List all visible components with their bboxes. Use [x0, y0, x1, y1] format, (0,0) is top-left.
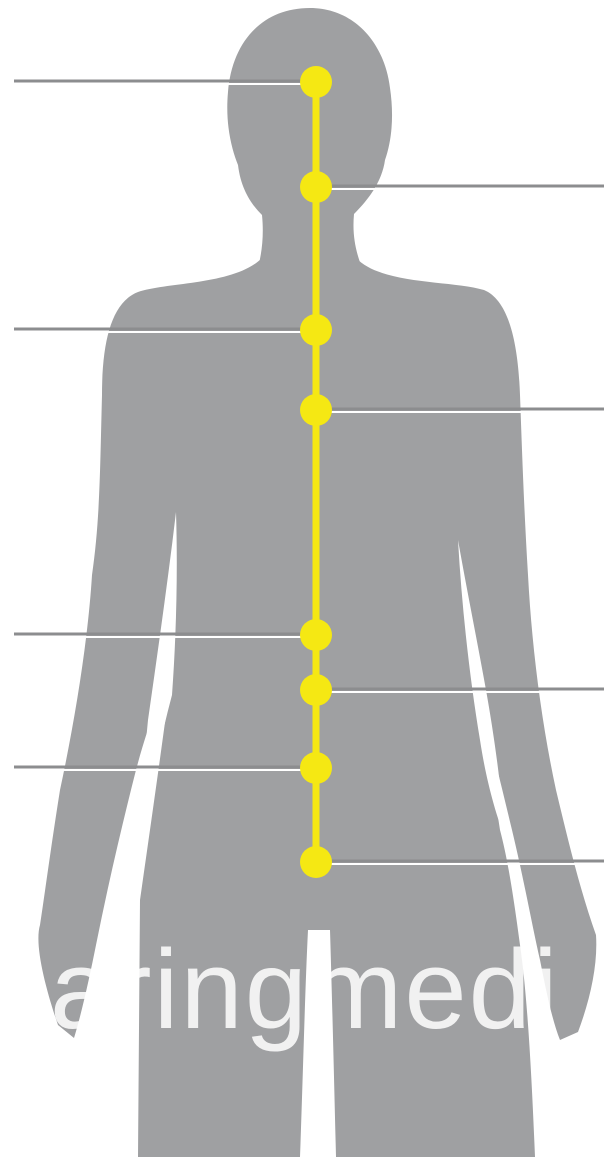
- spinal-point-p7: [300, 752, 332, 784]
- spinal-point-p4: [300, 394, 332, 426]
- watermark-text: caringmedi: [0, 927, 560, 1052]
- spinal-point-p5: [300, 619, 332, 651]
- spinal-point-p2: [300, 171, 332, 203]
- spinal-point-p6: [300, 674, 332, 706]
- spinal-point-p3: [300, 314, 332, 346]
- spinal-point-p1: [300, 66, 332, 98]
- spinal-point-p8: [300, 846, 332, 878]
- head-shape: [227, 8, 392, 268]
